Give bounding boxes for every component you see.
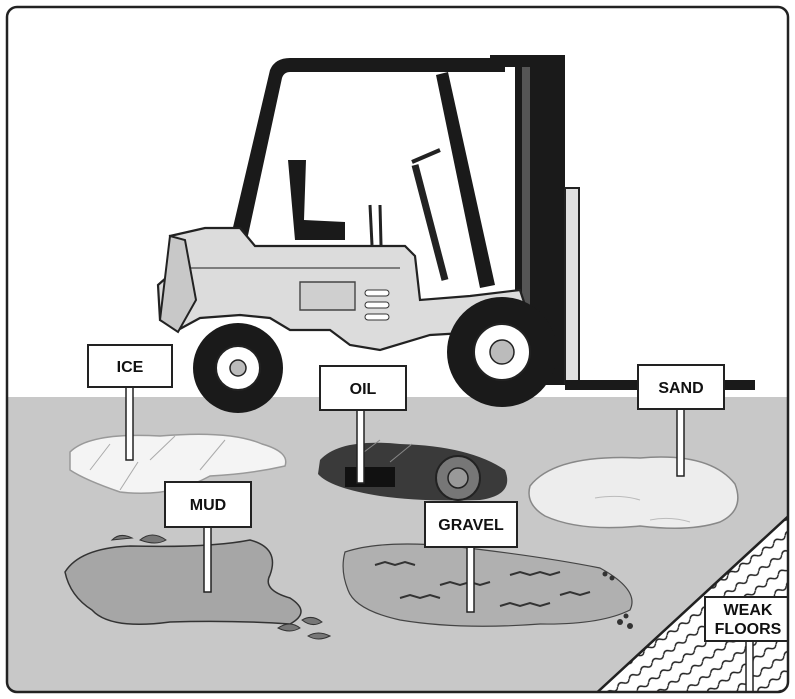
weak-floors-label-line2: FLOORS [715,621,782,638]
sand-patch [529,457,738,528]
weak-floors-label-line1: WEAK [724,602,773,619]
gravel-label: GRAVEL [438,517,504,534]
ice-label: ICE [117,359,144,376]
forklift-rear-wheel [193,323,283,413]
sand-label: SAND [658,380,703,397]
mud-label: MUD [190,497,226,514]
forklift-front-wheel [447,297,557,407]
oil-label: OIL [350,381,377,398]
forklift-carriage [565,188,579,383]
